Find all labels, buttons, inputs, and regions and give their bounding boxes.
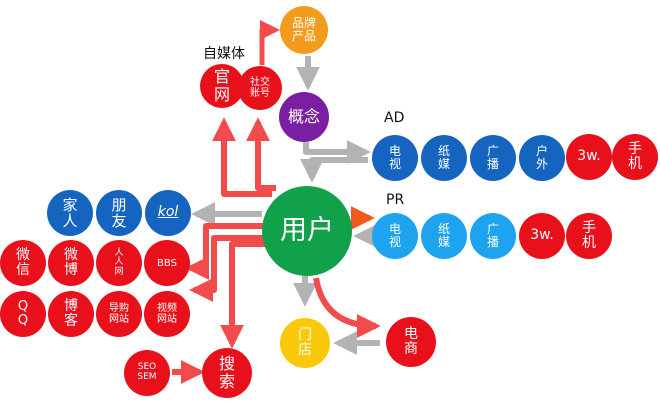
community-label: 导购 网站 <box>109 303 129 325</box>
family-node: 家 人 <box>47 190 93 236</box>
bbs-node: BBS <box>144 240 190 286</box>
shopping-guide-node: 导购 网站 <box>96 291 142 337</box>
pr-channel-label: 手 机 <box>582 219 596 251</box>
search-label: 搜 索 <box>218 354 235 391</box>
pr-channel-tv: 电 视 <box>372 213 418 259</box>
brand-product-label: 品牌 产品 <box>291 15 316 43</box>
ad-channel-mobile: 手 机 <box>612 134 658 180</box>
arrow-user-to-social-account <box>246 117 276 191</box>
social-account-label: 社交 账号 <box>250 77 270 99</box>
arrow-user-to-search <box>220 241 268 349</box>
friends-node: 朋 友 <box>96 190 142 236</box>
community-label: BBS <box>157 257 177 269</box>
arrow-user-to-community-lower <box>189 235 270 302</box>
pr-channel-label: 电 视 <box>388 221 401 249</box>
self-media-caption: 自媒体 <box>203 46 245 62</box>
ad-channel-label: 3w. <box>577 148 601 165</box>
social-account-node: 社交 账号 <box>238 66 282 110</box>
community-label: 微 信 <box>16 246 30 278</box>
community-label: Q Q <box>17 298 29 328</box>
ad-channel-label: 电 视 <box>388 143 401 171</box>
weibo-node: 微 博 <box>48 240 94 286</box>
arrow-concept-to-ad <box>303 140 371 164</box>
official-site-label: 官 网 <box>213 67 230 104</box>
community-label: 人 人 网 <box>114 247 124 277</box>
community-label: 微 博 <box>64 246 78 278</box>
pr-channel-mobile: 手 机 <box>566 213 612 259</box>
qq-node: Q Q <box>0 291 46 337</box>
ad-channel-label: 手 机 <box>628 140 642 172</box>
ad-channel-label: 广 播 <box>486 143 499 171</box>
pr-caption: PR <box>386 192 405 208</box>
family-label: 家 人 <box>62 195 78 230</box>
ad-channel-outdoor: 户 外 <box>519 135 565 181</box>
ecommerce-label: 电 商 <box>404 325 418 357</box>
pr-channel-radio: 广 播 <box>470 213 516 259</box>
friends-label: 朋 友 <box>111 195 127 230</box>
arrow-user-to-ecommerce <box>313 277 381 338</box>
official-site-node: 官 网 <box>200 64 244 108</box>
community-label: 博 客 <box>64 297 78 329</box>
store-node: 门 店 <box>280 318 330 368</box>
brand-product-node: 品牌 产品 <box>280 6 328 54</box>
seo-sem-node: SEO SEM <box>124 350 170 396</box>
kol-node: kol <box>145 190 191 236</box>
blog-node: 博 客 <box>48 291 94 337</box>
ad-channel-label: 纸 媒 <box>437 143 450 171</box>
ad-channel-radio: 广 播 <box>470 135 516 181</box>
ad-channel-print: 纸 媒 <box>421 135 467 181</box>
pr-channel-label: 纸 媒 <box>437 221 450 249</box>
ad-caption: AD <box>384 110 405 126</box>
arrow-user-to-community-upper <box>185 223 266 280</box>
seo-sem-label: SEO SEM <box>137 362 157 382</box>
renren-node: 人 人 网 <box>96 240 142 286</box>
pr-channel-label: 3w. <box>530 227 554 244</box>
concept-label: 概念 <box>287 107 320 127</box>
kol-label: kol <box>157 204 179 221</box>
user-node: 用户 <box>262 186 352 276</box>
ad-channel-web: 3w. <box>566 134 612 180</box>
ad-channel-tv: 电 视 <box>372 135 418 181</box>
concept-node: 概念 <box>279 92 329 142</box>
user-label: 用户 <box>280 214 334 246</box>
video-site-node: 视频 网站 <box>144 291 190 337</box>
store-label: 门 店 <box>298 326 312 358</box>
wechat-node: 微 信 <box>0 240 46 286</box>
ecommerce-node: 电 商 <box>386 317 436 367</box>
ad-channel-label: 户 外 <box>535 143 548 171</box>
arrow-site-to-brand <box>259 20 280 65</box>
search-node: 搜 索 <box>202 348 252 398</box>
pr-channel-print: 纸 媒 <box>421 213 467 259</box>
arrow-user-to-site <box>212 117 272 197</box>
pr-channel-label: 广 播 <box>486 221 499 249</box>
arrow-ad-to-user <box>300 157 368 183</box>
community-label: 视频 网站 <box>157 303 177 325</box>
pr-channel-web: 3w. <box>519 213 565 259</box>
